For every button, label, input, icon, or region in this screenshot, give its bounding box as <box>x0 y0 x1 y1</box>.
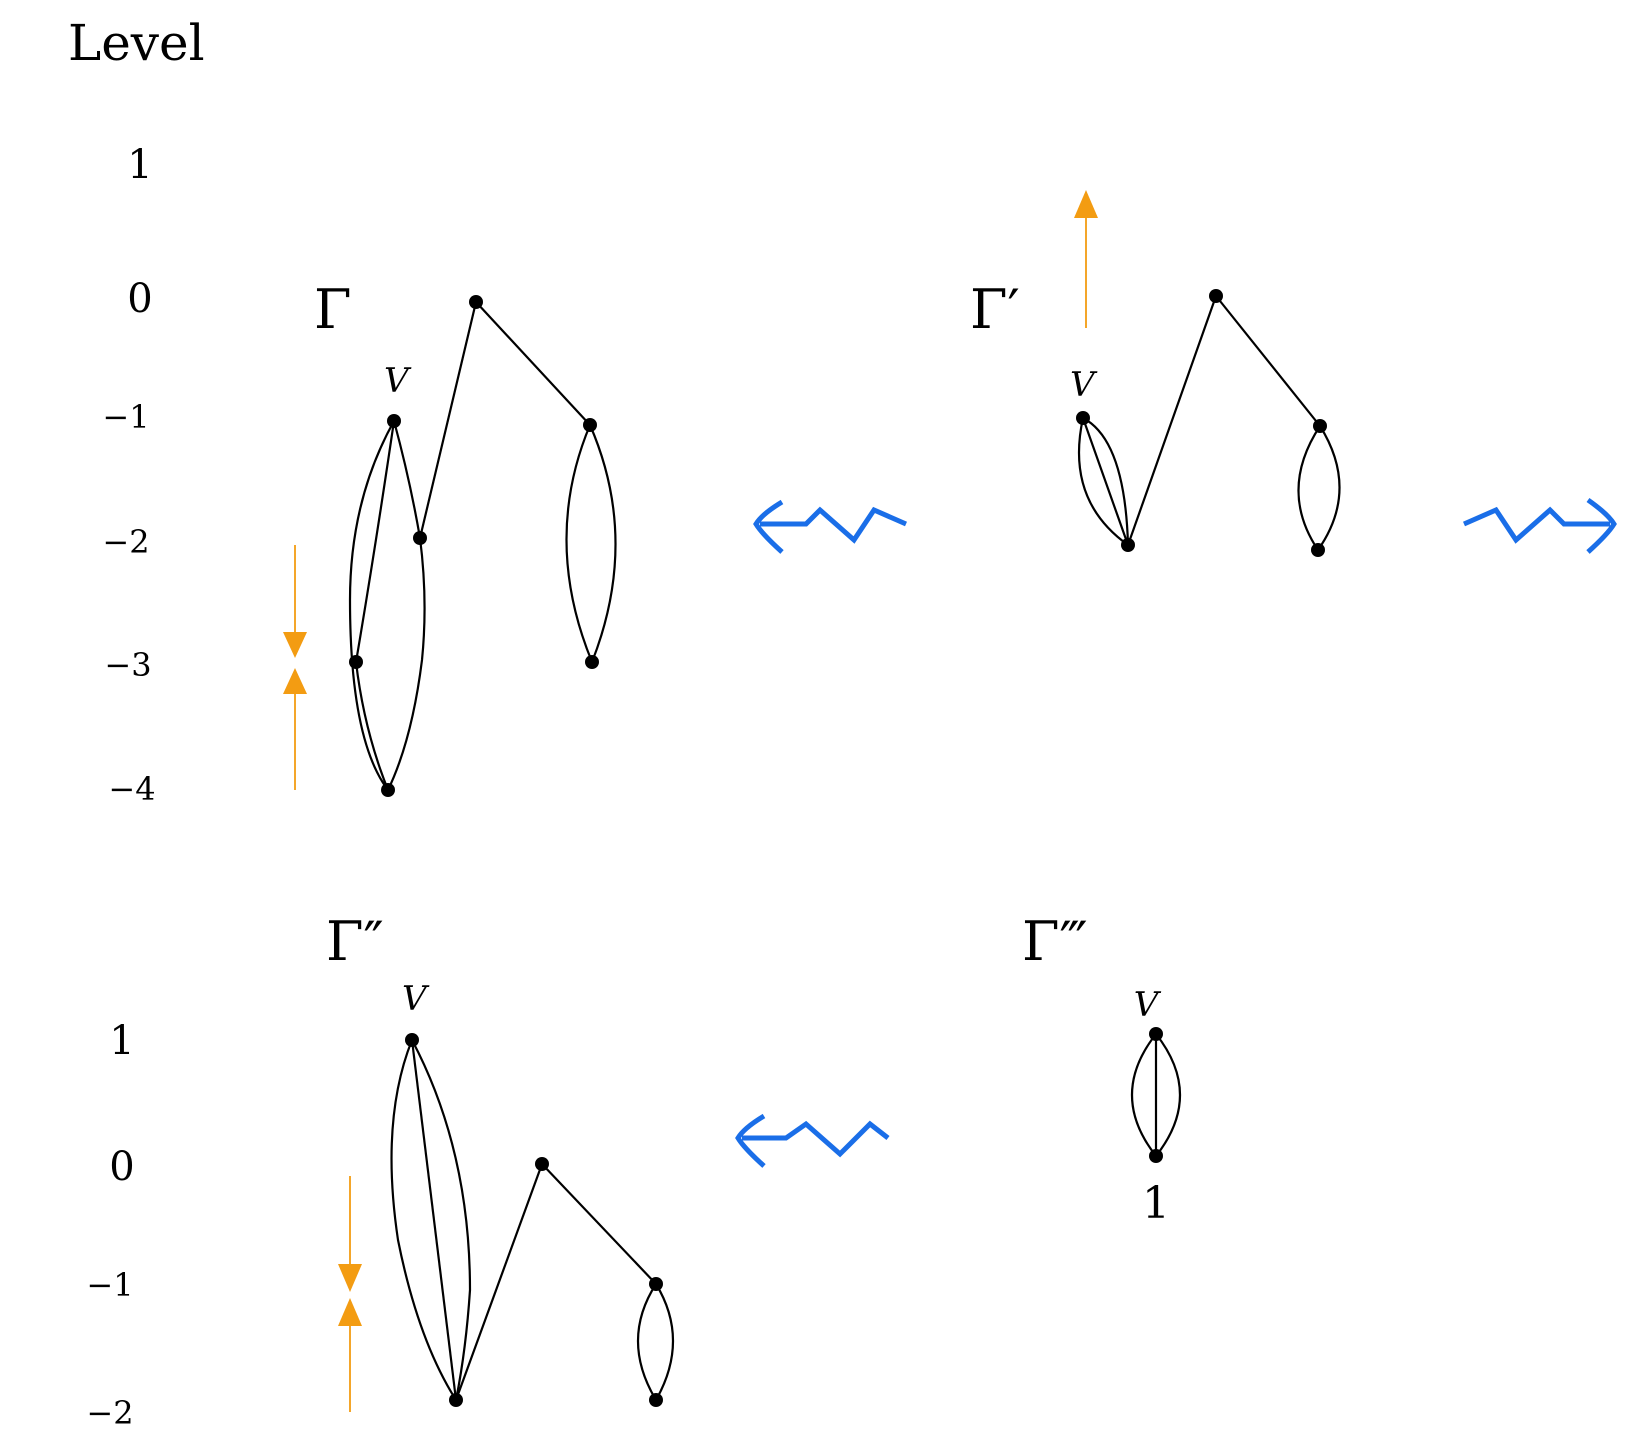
gamma-prime-vertex-top <box>1209 289 1223 303</box>
gamma-edge-top-to-c <box>475 301 591 426</box>
gamma-prime-edge-b-to-top <box>1126 295 1218 546</box>
level-label-bottom-minus-2: −2 <box>86 1394 133 1432</box>
gamma-double-prime-vertex-v <box>405 1033 419 1047</box>
orange-squeeze-arrow-top <box>283 545 307 790</box>
level-label-bottom-minus-1: −1 <box>86 1266 133 1304</box>
graph-gamma-triple-prime: Γ‴ V 1 <box>1022 910 1181 1229</box>
level-label-top-1: 1 <box>127 142 152 188</box>
gamma-prime-edge-v-to-b-inner <box>1082 417 1130 546</box>
blue-wavy-arrow-left-bottom <box>735 1113 890 1168</box>
level-title: Level <box>68 14 205 72</box>
gamma-prime-edge-c-to-d-left <box>1297 425 1321 551</box>
level-label-top-0: 0 <box>127 276 152 322</box>
level-label-top-minus-3: −3 <box>104 646 151 684</box>
gamma-vertex-b <box>413 531 427 545</box>
gamma-double-prime-vertex-b <box>449 1393 463 1407</box>
gamma-double-prime-edge-c-to-d-right <box>655 1283 675 1401</box>
gamma-edge-b-to-top <box>418 301 478 539</box>
level-label-top-minus-2: −2 <box>102 523 149 561</box>
gamma-edge-a-to-bottom <box>354 661 390 791</box>
gamma-double-prime-edge-v-to-b-outer <box>390 1039 457 1401</box>
graph-gamma-triple-prime-label: Γ‴ <box>1022 910 1088 973</box>
graph-gamma-double-prime-label: Γ″ <box>326 910 384 973</box>
gamma-vertex-a <box>349 655 363 669</box>
graph-gamma-double-prime-vertex-label: V <box>402 979 430 1019</box>
gamma-double-prime-edge-v-to-b-inner <box>411 1039 472 1401</box>
gamma-prime-edge-c-to-d-right <box>1317 425 1341 551</box>
level-label-top-minus-4: −4 <box>108 770 155 808</box>
level-label-bottom-1: 1 <box>109 1018 134 1064</box>
gamma-double-prime-vertex-c <box>649 1277 663 1291</box>
graph-gamma-prime: Γ′ V <box>970 278 1341 557</box>
blue-wavy-arrow-left-top <box>753 499 908 554</box>
gamma-prime-vertex-b <box>1121 538 1135 552</box>
gamma-double-prime-edge-c-to-d-left <box>636 1283 657 1401</box>
blue-wavy-arrow-right <box>1462 497 1617 554</box>
gamma-edge-v-to-b <box>392 420 422 539</box>
graph-gamma-triple-prime-vertex-label: V <box>1134 985 1162 1025</box>
gamma-prime-edge-top-to-c <box>1215 295 1321 427</box>
gamma-double-prime-edge-b-to-top <box>454 1163 544 1401</box>
orange-squeeze-arrow-bottom <box>338 1176 362 1412</box>
gamma-vertex-c <box>583 418 597 432</box>
gamma-vertex-top <box>469 295 483 309</box>
graph-gamma-vertex-label: V <box>384 361 412 401</box>
gamma-double-prime-edge-top-to-c <box>541 1163 657 1285</box>
gamma-edge-c-to-d-left <box>565 424 594 663</box>
level-label-top-minus-1: −1 <box>102 398 149 436</box>
gamma-prime-edge-v-to-b-straight <box>1081 417 1130 546</box>
gamma-vertex-v <box>387 414 401 428</box>
gamma-edge-v-to-a-curve <box>348 420 395 791</box>
gamma-double-prime-vertex-d <box>649 1393 663 1407</box>
gamma-prime-edge-v-to-b-outer <box>1077 417 1129 546</box>
gamma-edge-c-to-d-right <box>588 424 617 663</box>
graph-gamma-prime-vertex-label: V <box>1070 365 1098 405</box>
level-label-bottom-0: 0 <box>109 1144 134 1190</box>
gamma-edge-b-to-bottom <box>387 537 426 791</box>
graph-gamma-triple-prime-level-label: 1 <box>1142 1178 1170 1229</box>
graph-gamma-prime-label: Γ′ <box>970 278 1020 341</box>
gamma-triple-prime-edge-right <box>1155 1033 1181 1157</box>
graph-gamma-double-prime: Γ″ V <box>326 910 675 1407</box>
gamma-double-prime-vertex-top <box>535 1157 549 1171</box>
gamma-double-prime-edge-v-to-b-straight <box>410 1039 458 1401</box>
gamma-triple-prime-vertex-bottom <box>1149 1149 1163 1163</box>
graph-gamma-label: Γ <box>314 278 351 341</box>
gamma-triple-prime-edge-left <box>1131 1033 1157 1157</box>
gamma-triple-prime-vertex-top <box>1149 1027 1163 1041</box>
orange-up-arrow <box>1074 190 1098 328</box>
gamma-prime-vertex-v <box>1076 411 1090 425</box>
gamma-vertex-bottom <box>381 783 395 797</box>
gamma-vertex-d <box>585 655 599 669</box>
gamma-prime-vertex-d <box>1311 543 1325 557</box>
gamma-edge-v-to-a <box>354 420 396 663</box>
gamma-prime-vertex-c <box>1313 419 1327 433</box>
graph-gamma: Γ V <box>314 278 617 797</box>
